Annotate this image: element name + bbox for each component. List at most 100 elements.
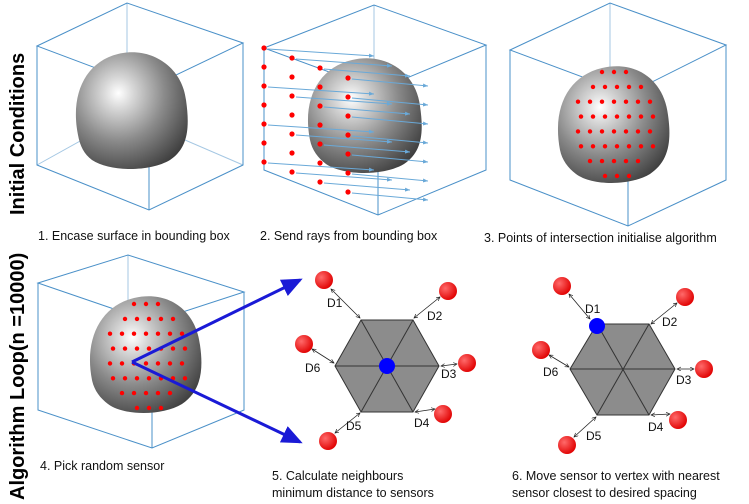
ray-line — [295, 58, 393, 68]
ray-origin-point — [289, 169, 295, 175]
ray-origin-point — [261, 45, 267, 51]
sensor-point — [182, 376, 188, 381]
intersection-point — [614, 84, 620, 90]
neighbour-sensor-d3 — [458, 354, 476, 372]
ray-origin-point — [317, 84, 323, 90]
intersection-point — [611, 99, 617, 104]
neighbour-sensor-d4 — [434, 405, 452, 423]
ray-line — [351, 97, 429, 107]
intersection-point — [587, 158, 593, 164]
intersection-point — [638, 84, 644, 90]
distance-label-6-d6: D6 — [543, 365, 559, 379]
sensor-point — [110, 376, 116, 381]
ray-line — [267, 48, 375, 58]
sensor-point — [182, 346, 188, 351]
sensor-point — [143, 331, 149, 336]
sensor-point — [155, 390, 161, 396]
ray-line — [295, 172, 393, 182]
panel-2-rays — [261, 4, 488, 216]
distance-label-d2: D2 — [427, 309, 443, 323]
ray-line — [351, 192, 429, 202]
ray-origin-point — [345, 189, 351, 195]
ray-origin-point — [317, 122, 323, 128]
caption-step-4: 4. Pick random sensor — [40, 459, 164, 473]
ray-origin-point — [345, 113, 351, 119]
ray-line — [351, 173, 429, 183]
intersection-point — [626, 144, 632, 149]
caption-step-6-line1: 6. Move sensor to vertex with nearest — [512, 469, 720, 483]
intersection-point — [611, 129, 617, 134]
intersection-point — [650, 114, 656, 119]
sensor-point — [158, 316, 164, 322]
ray-line — [351, 78, 429, 88]
caption-step-6-line2: sensor closest to desired spacing — [512, 486, 697, 500]
sensor-point — [122, 316, 128, 322]
ray-origin-point — [345, 151, 351, 157]
distance-label-6-d3: D3 — [676, 373, 692, 387]
caption-step-2: 2. Send rays from bounding box — [260, 229, 438, 243]
caption-step-5-line2: minimum distance to sensors — [272, 486, 434, 500]
intersection-point — [590, 114, 596, 119]
distance-label-d6: D6 — [305, 361, 321, 375]
sensor-point — [155, 361, 161, 366]
intersection-point — [611, 69, 617, 75]
ray-origin-point — [345, 94, 351, 100]
sensor-point — [146, 405, 152, 411]
sensor-point — [134, 376, 140, 381]
intersection-point — [614, 173, 620, 179]
sensor-point — [170, 316, 176, 322]
panel-4-pick-sensor — [36, 254, 246, 449]
panel-6-move-sensor: D1 D2 D3 D4 D5 D6 — [532, 277, 713, 454]
sensor-point — [155, 301, 161, 307]
sensor-point — [143, 390, 149, 396]
neighbour-sensor-6-d1 — [553, 277, 571, 295]
ray-origin-point — [289, 150, 295, 156]
head-surface-3 — [557, 66, 670, 183]
intersection-point — [635, 129, 641, 134]
neighbour-sensor-d6 — [295, 335, 313, 353]
intersection-point — [611, 158, 617, 164]
sensor-point — [131, 301, 137, 307]
row-label-algorithm-loop: Algorithm Loop(n =10000) — [7, 253, 29, 500]
panel-1-bounding-box — [35, 2, 245, 211]
ray-origin-point — [317, 160, 323, 166]
ray-line — [267, 124, 375, 134]
ray-line — [323, 68, 411, 78]
ray-origin-point — [317, 141, 323, 147]
ray-origin-point — [289, 93, 295, 99]
ray-origin-point — [317, 179, 323, 185]
intersection-point — [626, 173, 632, 179]
caption-step-3: 3. Points of intersection initialise alg… — [484, 231, 717, 245]
sensor-point — [122, 346, 128, 351]
intersection-point — [647, 99, 653, 104]
ray-origin-point — [289, 112, 295, 118]
intersection-point — [638, 114, 644, 119]
intersection-point — [599, 158, 605, 164]
ray-line — [267, 162, 375, 172]
sensor-point — [131, 331, 137, 336]
sensor-point — [110, 346, 116, 351]
intersection-point — [602, 173, 608, 179]
ray-line — [351, 154, 429, 164]
panel-3-intersections — [508, 2, 728, 227]
neighbour-sensor-6-d5 — [558, 436, 576, 454]
sensor-point — [155, 331, 161, 336]
sensor-point — [134, 316, 140, 322]
distance-label-d4: D4 — [414, 416, 430, 430]
ray-origin-point — [261, 64, 267, 70]
sensor-point — [158, 405, 164, 411]
intersection-points — [575, 69, 656, 179]
head-surface-1 — [75, 52, 188, 170]
ray-line — [351, 135, 429, 145]
ray-line — [267, 86, 375, 96]
ray-origin-point — [261, 102, 267, 108]
distance-arrows-6 — [549, 294, 694, 437]
selected-sensor-6 — [589, 318, 605, 334]
hexagon-6-spokes — [570, 323, 675, 416]
intersection-point — [626, 84, 632, 90]
sensor-point — [170, 346, 176, 351]
sensor-point — [119, 331, 125, 336]
intersection-point — [602, 144, 608, 149]
intersection-point — [602, 114, 608, 119]
